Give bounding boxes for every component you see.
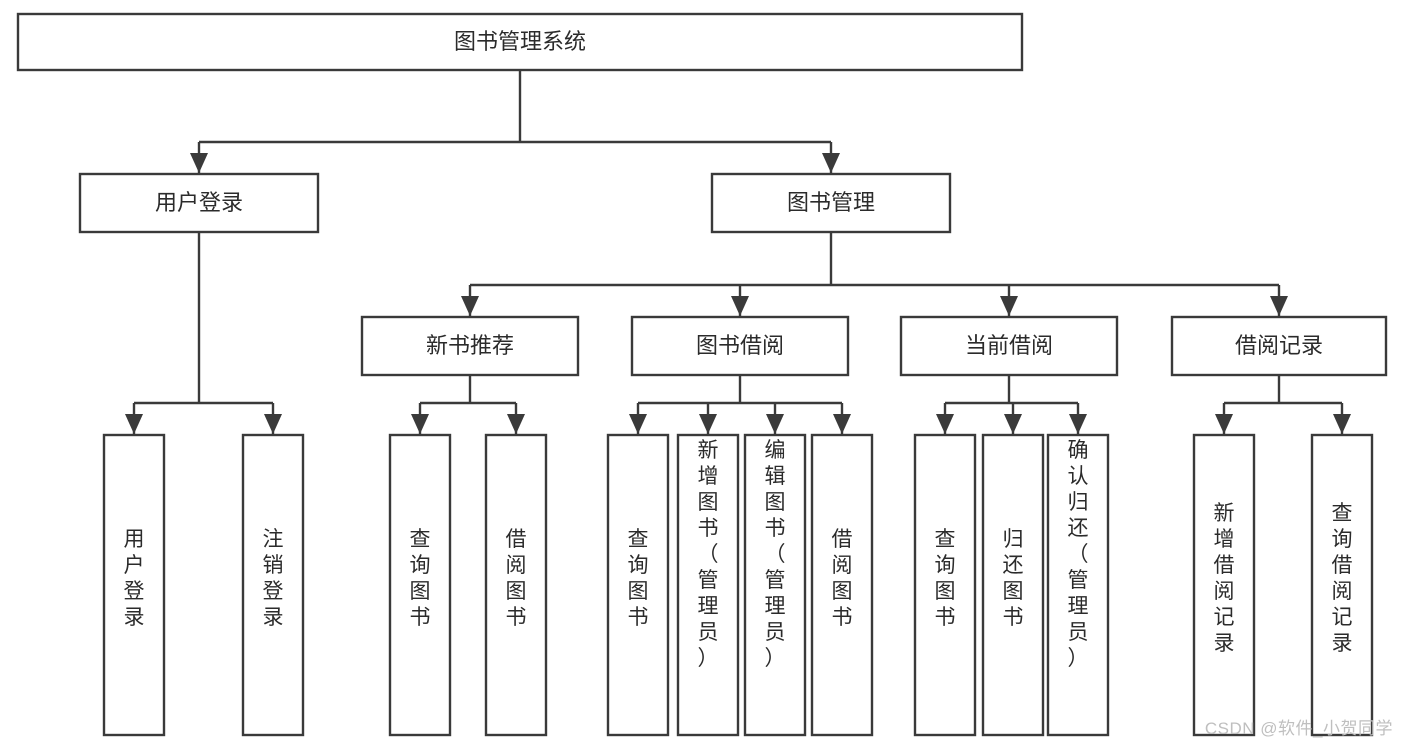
arrow-head-icon [699, 414, 717, 434]
node-label: 新书推荐 [426, 333, 514, 358]
connector-from-current-borrow [936, 375, 1087, 434]
node-leaf-user-login[interactable]: 用户登录 [102, 433, 166, 737]
node-leaf-add-book[interactable]: 新增图书（管理员） [676, 433, 740, 737]
node-leaf-logout[interactable]: 注销登录 [241, 433, 305, 737]
node-label: 查询借阅记录 [1332, 502, 1353, 655]
node-label: 查询图书 [410, 528, 431, 629]
node-label: 图书借阅 [696, 333, 784, 358]
node-rect [241, 433, 305, 737]
arrow-head-icon [766, 414, 784, 434]
node-rect [810, 433, 874, 737]
connector-from-user-login [125, 232, 282, 434]
node-user-login[interactable]: 用户登录 [78, 172, 320, 234]
node-label: 借阅图书 [832, 528, 853, 629]
node-rect [710, 172, 952, 234]
connector-from-root [190, 70, 840, 173]
node-label: 归还图书 [1003, 528, 1024, 629]
node-layer: 图书管理系统用户登录图书管理新书推荐图书借阅当前借阅借阅记录用户登录注销登录查询… [16, 12, 1388, 737]
node-rect [78, 172, 320, 234]
node-label: 图书管理 [787, 190, 875, 215]
node-rect [606, 433, 670, 737]
node-label: 当前借阅 [965, 333, 1053, 358]
node-rect [630, 315, 850, 377]
arrow-head-icon [731, 296, 749, 316]
node-new-book-recommend[interactable]: 新书推荐 [360, 315, 580, 377]
node-leaf-add-borrow-record[interactable]: 新增借阅记录 [1192, 433, 1256, 737]
connector-layer [125, 70, 1351, 434]
node-leaf-query-book-3[interactable]: 查询图书 [913, 433, 977, 737]
node-label: 借阅记录 [1235, 333, 1323, 358]
arrow-head-icon [936, 414, 954, 434]
node-label: 确认归还（管理员） [1068, 439, 1089, 670]
node-rect [899, 315, 1119, 377]
arrow-head-icon [833, 414, 851, 434]
connector-from-book-management [461, 232, 1288, 316]
node-leaf-edit-book[interactable]: 编辑图书（管理员） [743, 433, 807, 737]
node-label: 注销登录 [263, 528, 284, 629]
arrow-head-icon [507, 414, 525, 434]
arrow-head-icon [1069, 414, 1087, 434]
arrow-head-icon [1004, 414, 1022, 434]
arrow-head-icon [629, 414, 647, 434]
node-rect [388, 433, 452, 737]
node-rect [676, 433, 740, 737]
arrow-head-icon [264, 414, 282, 434]
node-book-management[interactable]: 图书管理 [710, 172, 952, 234]
arrow-head-icon [190, 153, 208, 173]
node-book-borrow[interactable]: 图书借阅 [630, 315, 850, 377]
node-rect [1192, 433, 1256, 737]
arrow-head-icon [125, 414, 143, 434]
connector-from-borrow-record [1215, 375, 1351, 434]
node-label: 编辑图书（管理员） [765, 439, 786, 670]
node-current-borrow[interactable]: 当前借阅 [899, 315, 1119, 377]
node-rect [1046, 433, 1110, 737]
arrow-head-icon [822, 153, 840, 173]
node-leaf-query-book-1[interactable]: 查询图书 [388, 433, 452, 737]
node-rect [360, 315, 580, 377]
node-label: 新增图书（管理员） [698, 439, 719, 670]
arrow-head-icon [1333, 414, 1351, 434]
node-leaf-borrow-book-2[interactable]: 借阅图书 [810, 433, 874, 737]
node-rect [102, 433, 166, 737]
node-rect [1170, 315, 1388, 377]
node-leaf-confirm-return[interactable]: 确认归还（管理员） [1046, 433, 1110, 737]
connector-from-book-borrow [629, 375, 851, 434]
arrow-head-icon [1270, 296, 1288, 316]
arrow-head-icon [411, 414, 429, 434]
node-leaf-query-book-2[interactable]: 查询图书 [606, 433, 670, 737]
node-rect [743, 433, 807, 737]
node-label: 用户登录 [124, 528, 145, 629]
arrow-head-icon [1000, 296, 1018, 316]
node-rect [484, 433, 548, 737]
node-label: 查询图书 [628, 528, 649, 629]
arrow-head-icon [461, 296, 479, 316]
node-rect [981, 433, 1045, 737]
node-label: 图书管理系统 [454, 29, 586, 54]
connector-from-new-book-recommend [411, 375, 525, 434]
node-rect [1310, 433, 1374, 737]
node-rect [16, 12, 1024, 72]
node-label: 查询图书 [935, 528, 956, 629]
node-root[interactable]: 图书管理系统 [16, 12, 1024, 72]
node-rect [913, 433, 977, 737]
node-leaf-query-borrow-record[interactable]: 查询借阅记录 [1310, 433, 1374, 737]
node-leaf-borrow-book-1[interactable]: 借阅图书 [484, 433, 548, 737]
node-borrow-record[interactable]: 借阅记录 [1170, 315, 1388, 377]
node-leaf-return-book[interactable]: 归还图书 [981, 433, 1045, 737]
node-label: 用户登录 [155, 190, 243, 215]
node-label: 借阅图书 [506, 528, 527, 629]
arrow-head-icon [1215, 414, 1233, 434]
node-label: 新增借阅记录 [1214, 502, 1235, 655]
